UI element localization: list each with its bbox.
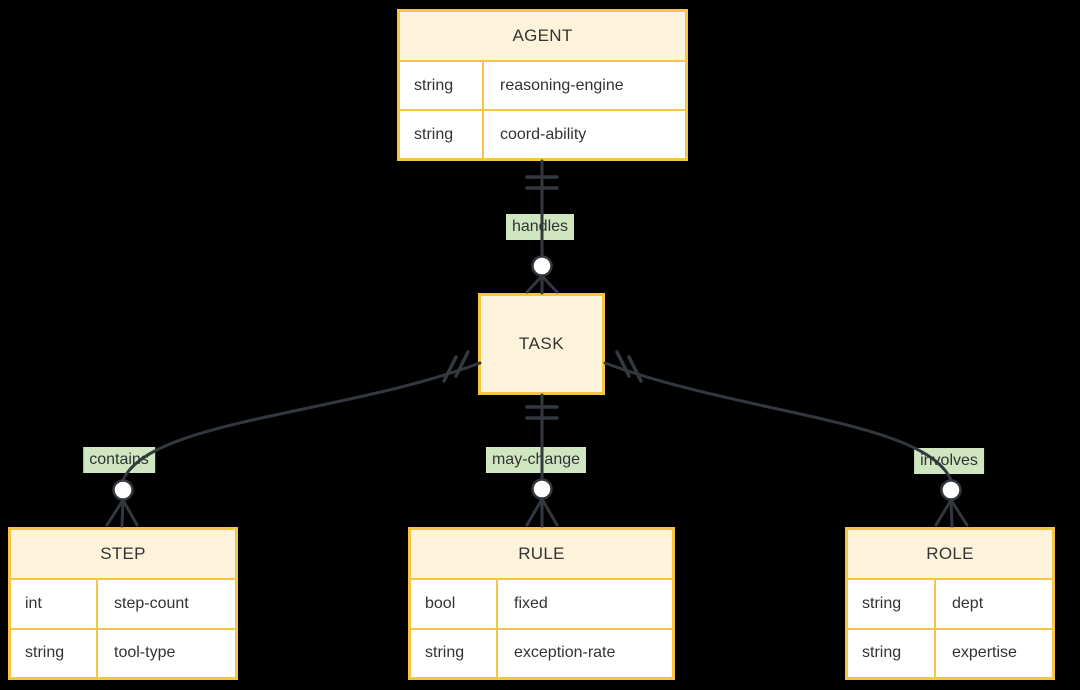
relationship-label-may-change: may-change [485,447,587,473]
entity-role: ROLE string dept string expertise [845,527,1055,680]
crow-foot-many [105,498,139,528]
cardinality-zero-circle [531,255,553,277]
cardinality-one-bar [627,355,643,383]
entity-agent-name: AGENT [400,12,685,60]
cardinality-zero-circle [112,479,134,501]
attribute-type-cell: string [400,111,482,158]
crow-foot-many [525,274,559,295]
table-row: string reasoning-engine [400,62,685,109]
table-row: string coord-ability [400,111,685,158]
attribute-type-cell: string [848,629,934,677]
crow-foot-many [934,498,969,528]
crow-foot-many [525,497,559,528]
cardinality-one-bar [615,350,631,378]
attribute-name-cell: dept [936,580,1052,628]
table-row: string dept [848,580,1052,628]
entity-rule-name: RULE [411,530,672,578]
relationship-label-handles: handles [505,214,575,240]
entity-role-name: ROLE [848,530,1052,578]
attribute-type-cell: bool [411,580,496,628]
table-row: string expertise [848,629,1052,677]
attribute-name-cell: step-count [98,580,235,628]
entity-step: STEP int step-count string tool-type [8,527,238,680]
relationship-contains-connector [105,350,482,528]
attribute-type-cell: string [11,629,96,677]
entity-task: TASK [478,293,605,395]
entity-rule: RULE bool fixed string exception-rate [408,527,675,680]
attribute-name-cell: tool-type [98,629,235,677]
attribute-type-cell: string [400,62,482,109]
cardinality-zero-circle [940,479,962,501]
relationship-involves-connector [603,350,969,528]
attribute-name-cell: reasoning-engine [484,62,685,109]
relationship-label-involves: involves [914,448,984,474]
attribute-type-cell: int [11,580,96,628]
attribute-name-cell: exception-rate [498,629,672,677]
cardinality-zero-circle [531,478,553,500]
cardinality-one-bar [442,355,458,383]
attribute-type-cell: string [848,580,934,628]
table-row: string exception-rate [411,629,672,677]
entity-task-name: TASK [518,334,565,353]
entity-agent: AGENT string reasoning-engine string coo… [397,9,688,161]
attribute-name-cell: expertise [936,629,1052,677]
relationship-label-contains: contains [83,447,155,473]
entity-step-name: STEP [11,530,235,578]
attribute-name-cell: fixed [498,580,672,628]
table-row: int step-count [11,580,235,628]
table-row: string tool-type [11,629,235,677]
table-row: bool fixed [411,580,672,628]
cardinality-one-bar [454,350,470,378]
attribute-type-cell: string [411,629,496,677]
attribute-name-cell: coord-ability [484,111,685,158]
